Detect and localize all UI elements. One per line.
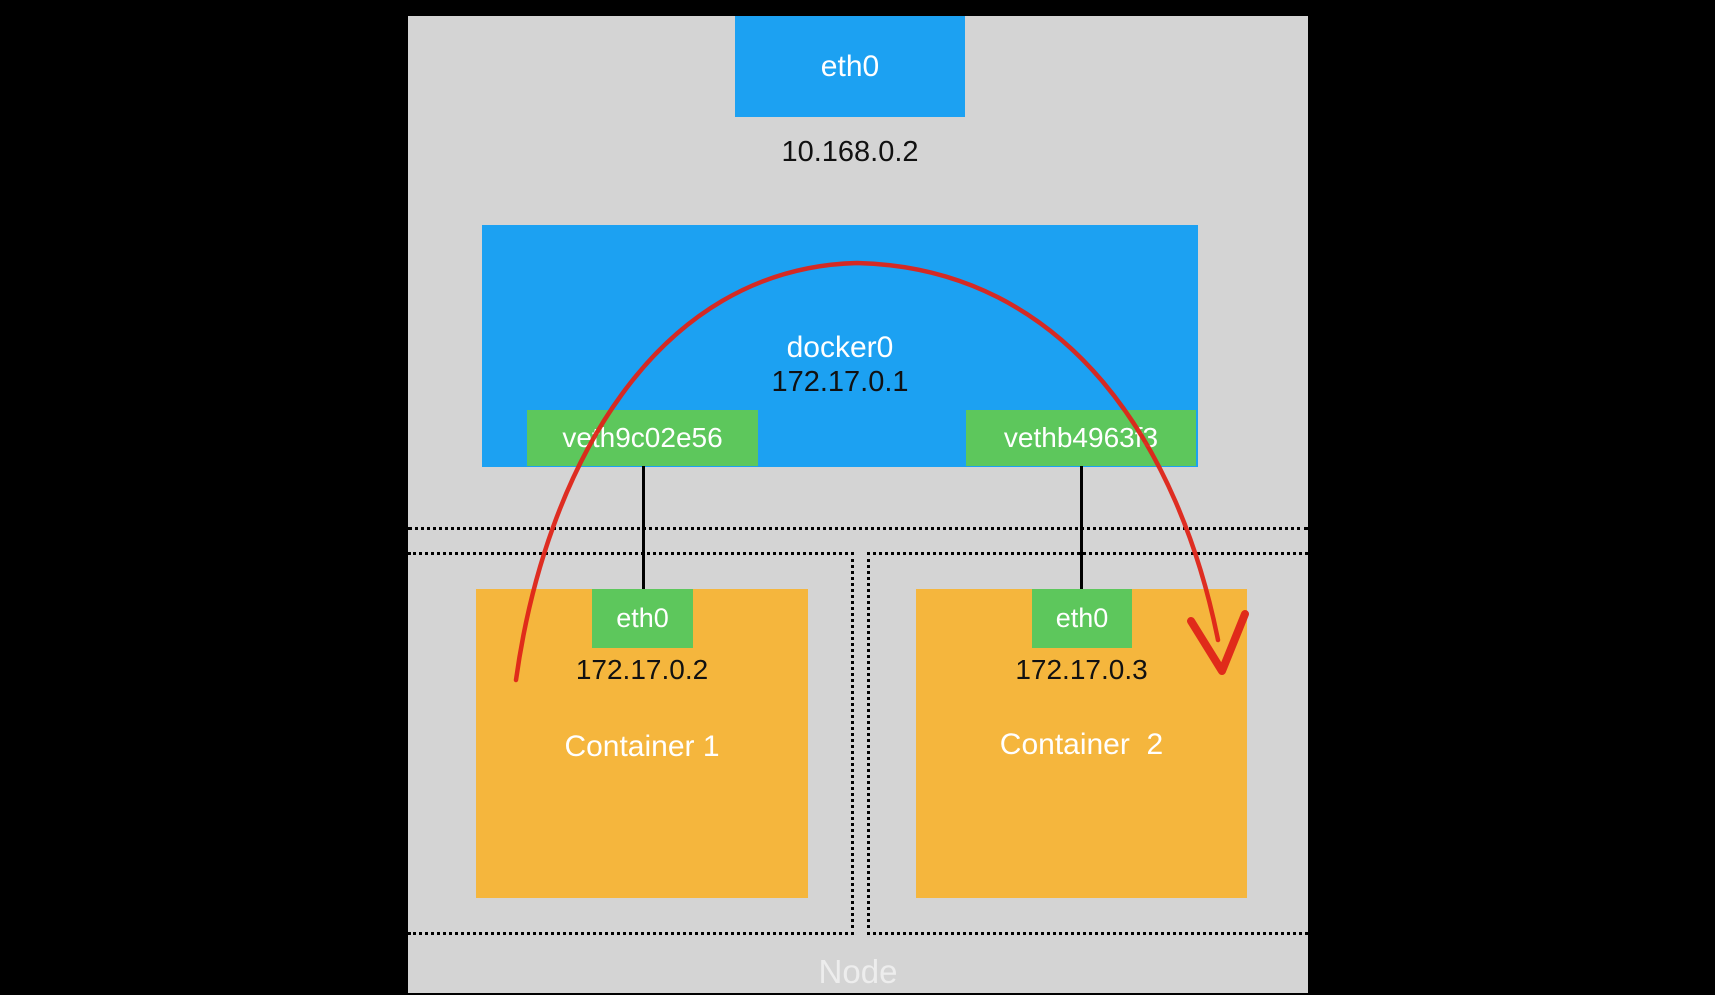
node-label: Node bbox=[818, 953, 898, 990]
container2-eth0-box: eth0 bbox=[1032, 589, 1132, 648]
host-eth0-ip: 10.168.0.2 bbox=[781, 136, 919, 168]
veth1-connector-line bbox=[642, 466, 645, 589]
veth2-connector-line bbox=[1080, 466, 1083, 589]
container1-label: Container 1 bbox=[564, 730, 720, 763]
docker0-ip: 172.17.0.1 bbox=[771, 366, 909, 398]
container1-ip: 172.17.0.2 bbox=[575, 654, 709, 685]
host-eth0-box: eth0 bbox=[735, 16, 965, 117]
docker0-label: docker0 bbox=[786, 331, 894, 364]
veth1-box: veth9c02e56 bbox=[527, 410, 758, 466]
container1-eth0-box: eth0 bbox=[592, 589, 693, 648]
veth2-box: vethb4963f3 bbox=[966, 410, 1196, 466]
container2-label: Container 2 bbox=[999, 728, 1164, 761]
container2-ip: 172.17.0.3 bbox=[1015, 654, 1148, 685]
namespace-divider-line bbox=[408, 527, 1308, 530]
